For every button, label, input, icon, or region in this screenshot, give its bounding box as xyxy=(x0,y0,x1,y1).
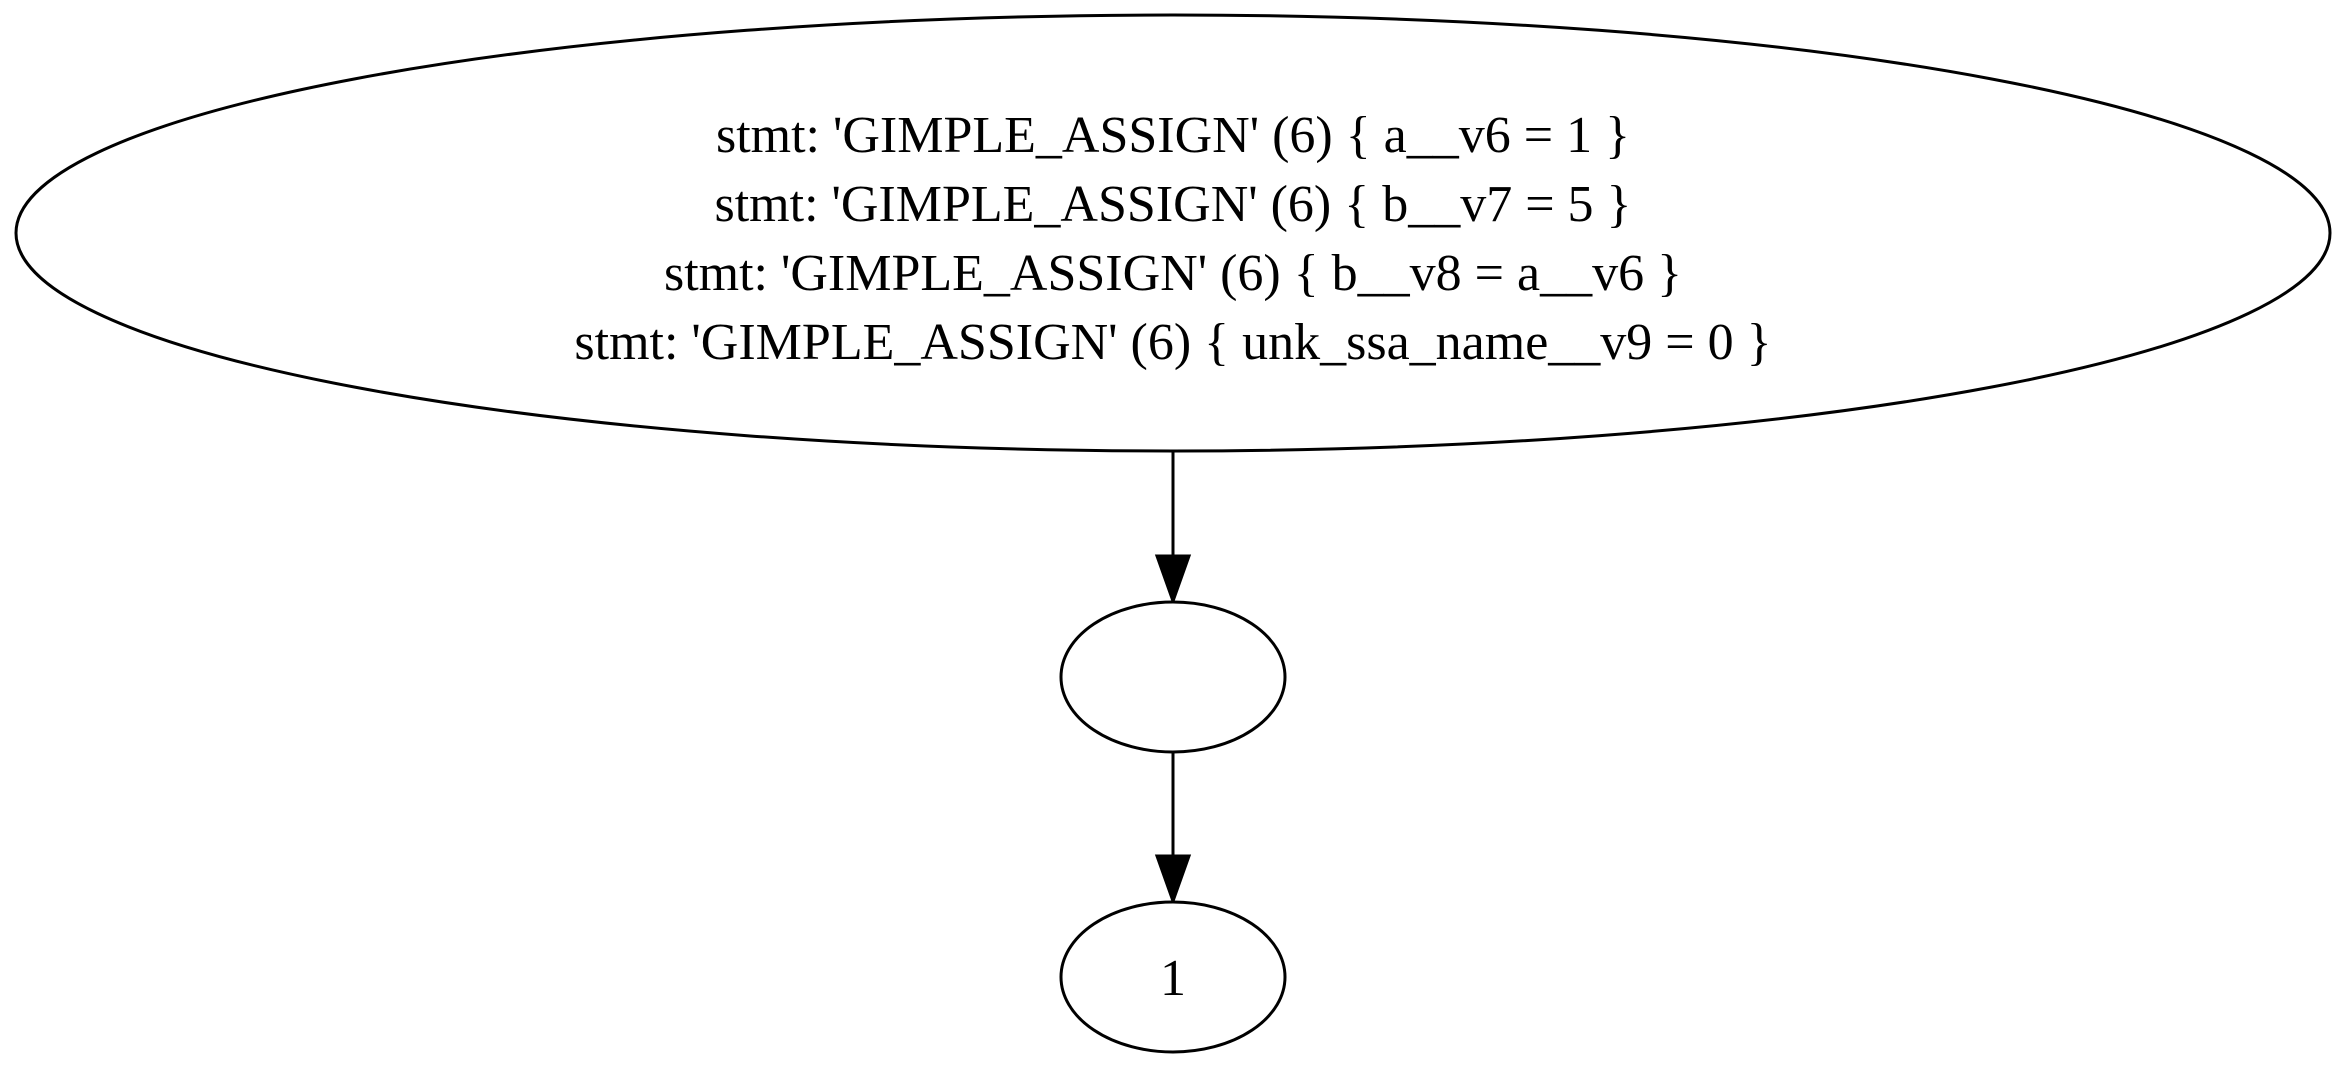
arrowhead-icon xyxy=(1154,554,1192,606)
node-ellipse xyxy=(1059,900,1287,1054)
node-label-line: stmt: 'GIMPLE_ASSIGN' (6) { b__v8 = a__v… xyxy=(664,245,1682,302)
node-ellipse xyxy=(14,13,2332,453)
node-ellipse xyxy=(1059,600,1287,754)
node-label-line: stmt: 'GIMPLE_ASSIGN' (6) { unk_ssa_name… xyxy=(574,314,1771,371)
arrowhead-icon xyxy=(1154,854,1192,906)
node-label-line: stmt: 'GIMPLE_ASSIGN' (6) { a__v6 = 1 } xyxy=(716,107,1630,164)
node-label-line: 1 xyxy=(1160,950,1186,1007)
node-label-line: stmt: 'GIMPLE_ASSIGN' (6) { b__v7 = 5 } xyxy=(714,176,1631,233)
edge-empty-node-to-exit-node xyxy=(1154,753,1192,906)
edge-stmt-block-to-empty-node xyxy=(1154,452,1192,606)
node-empty xyxy=(1059,600,1287,754)
node-stmt-block: stmt: 'GIMPLE_ASSIGN' (6) { a__v6 = 1 } … xyxy=(14,13,2332,453)
node-exit: 1 xyxy=(1059,900,1287,1054)
